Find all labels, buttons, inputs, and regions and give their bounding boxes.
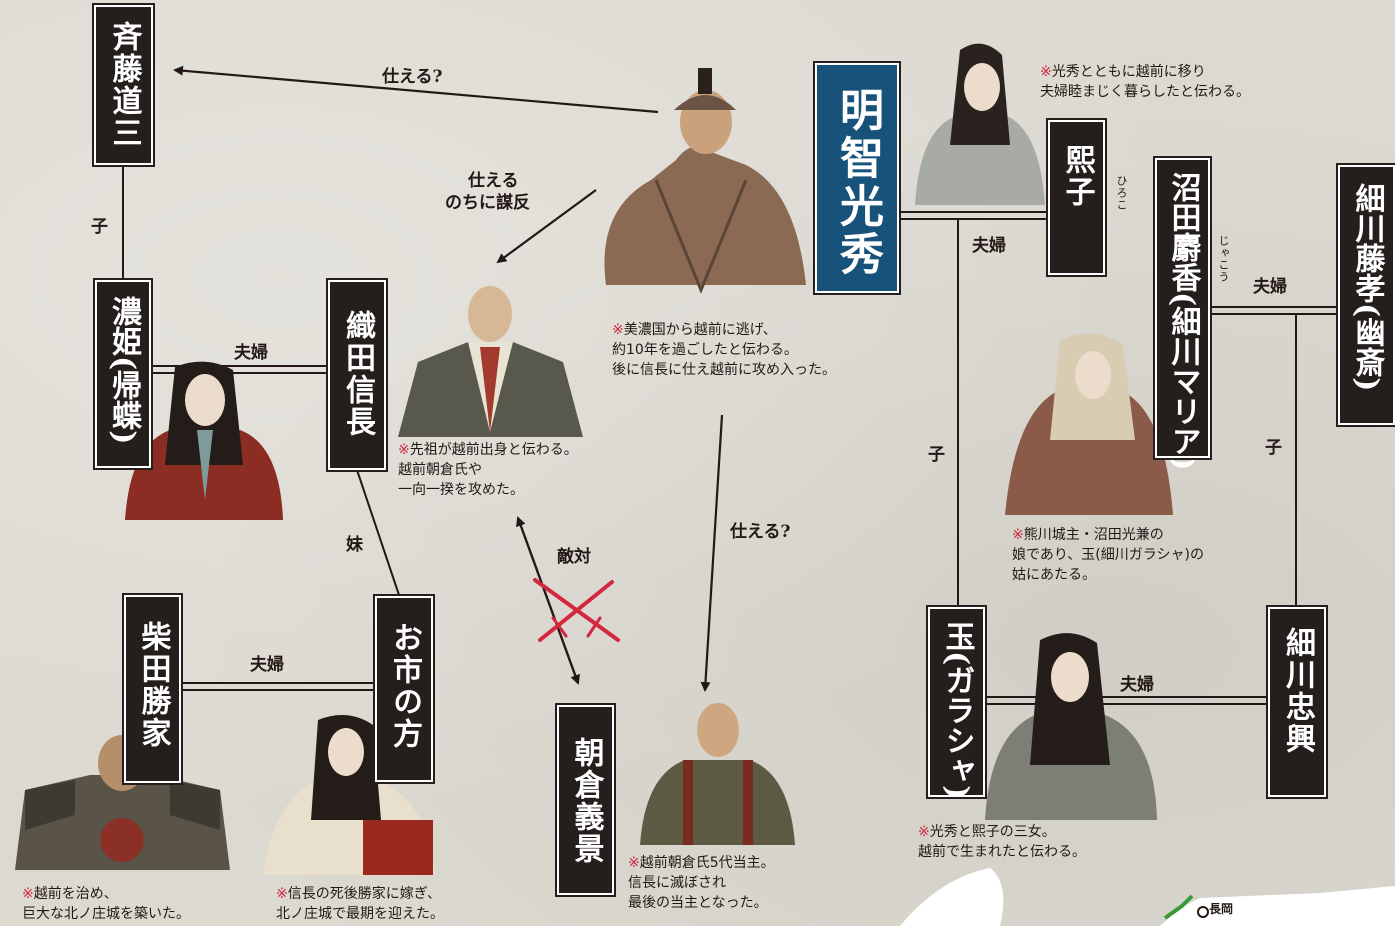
label-child-saito: 子	[91, 217, 108, 237]
label-couple-mitsuhide: 夫婦	[972, 236, 1006, 256]
note-shibata: ※越前を治め、 巨大な北ノ庄城を築いた。	[22, 886, 190, 922]
label-serve-nobunaga-1: 仕える	[468, 171, 519, 191]
map-pin-icon	[1197, 906, 1209, 918]
mitsuhide-portrait	[604, 68, 806, 294]
label-serve-nobunaga-2: のちに謀反	[445, 193, 530, 213]
hiroko-name: 熙子	[1046, 118, 1107, 277]
map-fragment	[900, 868, 1395, 926]
note-asakura: ※越前朝倉氏5代当主。 信長に滅ぼされ 最後の当主となった。	[628, 855, 775, 911]
tadaoki-name: 細川忠興	[1266, 605, 1328, 799]
saito-dosan-name: 斉藤道三	[92, 3, 155, 167]
numata-name: 沼田麝香(細川マリア)	[1153, 156, 1212, 470]
oichi-portrait	[263, 715, 435, 875]
note-oichi: ※信長の死後勝家に嫁ぎ、 北ノ庄城で最期を迎えた。	[276, 886, 444, 922]
shibata-portrait	[15, 735, 230, 870]
nobunaga-portrait	[398, 286, 583, 437]
label-couple-shibata: 夫婦	[250, 655, 284, 675]
note-hiroko: ※光秀とともに越前に移り 夫婦睦まじく暮らしたと伝わる。	[1040, 64, 1250, 100]
nohime-name: 濃姫(帰蝶)	[93, 278, 153, 470]
note-nobunaga: ※先祖が越前出身と伝わる。 越前朝倉氏や 一向一揆を攻めた。	[398, 442, 578, 498]
note-numata: ※熊川城主・沼田光兼の 娘であり、玉(細川ガラシャ)の 姑にあたる。	[1012, 527, 1204, 583]
label-child-fujitaka: 子	[1265, 438, 1282, 458]
nohime-portrait	[125, 361, 283, 520]
label-serve-asakura: 仕える?	[730, 522, 791, 542]
hiroko-portrait	[915, 43, 1045, 205]
oichi-name: お市の方	[373, 594, 435, 784]
label-serve-saito: 仕える?	[382, 67, 443, 87]
nobunaga-name: 織田信長	[326, 278, 388, 472]
asakura-portrait	[640, 703, 795, 845]
map-label-nagaoka: 長岡	[1209, 902, 1234, 916]
label-couple-fujitaka: 夫婦	[1253, 277, 1287, 297]
hosokawa-fujitaka-name: 細川藤孝(幽斎)	[1336, 163, 1395, 427]
label-sister: 妹	[346, 535, 363, 555]
label-couple-tama: 夫婦	[1120, 675, 1154, 695]
mitsuhide-name: 明智光秀	[813, 61, 901, 295]
shibata-name: 柴田勝家	[122, 593, 183, 785]
label-couple-nobunaga: 夫婦	[234, 343, 268, 363]
crossed-swords-icon	[533, 578, 620, 642]
label-hostile: 敵対	[557, 547, 591, 567]
note-tama: ※光秀と熙子の三女。 越前で生まれたと伝わる。	[918, 824, 1086, 860]
label-child-mitsuhide: 子	[928, 445, 945, 465]
numata-reading: じゃこう	[1217, 235, 1230, 283]
tama-name: 玉(ガラシャ)	[926, 605, 987, 799]
tama-portrait	[985, 633, 1157, 820]
line-nobunaga-oichi	[356, 469, 401, 599]
hiroko-reading: ひろこ	[1115, 175, 1128, 211]
asakura-name: 朝倉義景	[555, 703, 616, 897]
note-mitsuhide: ※美濃国から越前に逃げ、 約10年を過ごしたと伝わる。 後に信長に仕え越前に攻め…	[612, 322, 836, 378]
numata-portrait	[1005, 333, 1173, 515]
